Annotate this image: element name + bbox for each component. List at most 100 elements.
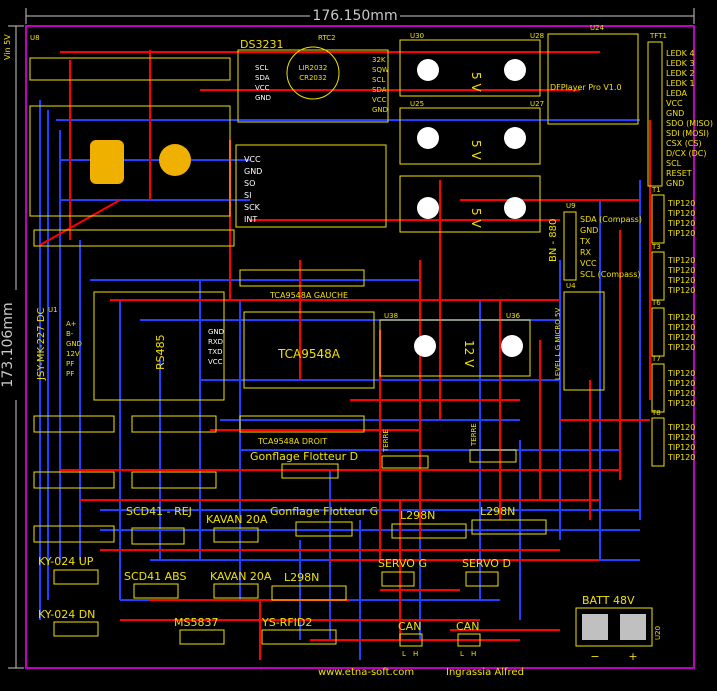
tca-gauche-title: TCA9548A GAUCHE: [269, 291, 348, 300]
kavan-1-label: KAVAN 20A: [206, 513, 268, 526]
rs485-pin: GND: [66, 340, 82, 348]
l298n-1-header: [271, 585, 347, 601]
esp32-vin-label: Vin 5V: [3, 34, 12, 60]
tip120-label: TIP120: [667, 276, 695, 285]
servo-g-header: [381, 571, 415, 587]
rs485-pin: PF: [66, 370, 74, 378]
board-outline: [25, 25, 695, 669]
regulator-12v-block: 12 V U38 U36: [379, 312, 531, 377]
regulator-ref: U28: [530, 32, 544, 40]
kavan-2-label: KAVAN 20A: [210, 570, 272, 583]
rtc-ref: RTC2: [318, 34, 336, 42]
tip120-label: TIP120: [667, 343, 695, 352]
sd-pin: SI: [244, 191, 251, 200]
transistor-ref: T8: [651, 409, 661, 417]
sd-pin: INT: [244, 215, 257, 224]
terre-2-label: TERRE: [470, 423, 478, 447]
transistor-ref: T1: [651, 186, 661, 194]
regulator-ref: U27: [530, 100, 544, 108]
tca-gauche: TCA9548A GAUCHE: [239, 269, 365, 300]
tip120-label: TIP120: [667, 443, 695, 452]
tft-pin: CSX (CS): [666, 139, 702, 148]
tca-main: TCA9548A: [243, 311, 375, 389]
wifi-logo-icon: [159, 144, 191, 176]
rs485-pin: 12V: [66, 350, 80, 358]
tip120-label: TIP120: [667, 389, 695, 398]
rs485-converter-label: JSY-MK-227 DC: [36, 307, 47, 381]
tip120-label: TIP120: [667, 199, 695, 208]
ky024-dn-label: KY-024 DN: [38, 608, 95, 621]
scd41-rej-label: SCD41 - REJ: [126, 505, 192, 518]
regulator-ref: U25: [410, 100, 424, 108]
transistor-ref: T3: [651, 243, 661, 251]
tip120-label: TIP120: [667, 333, 695, 342]
can-1-pin: L: [402, 650, 406, 658]
esp32-ref: U8: [30, 34, 40, 42]
tip120-label: TIP120: [667, 286, 695, 295]
servo-d-header: [465, 571, 499, 587]
tca-main-title: TCA9548A: [277, 347, 341, 361]
height-dimension: 173.106mm: [0, 302, 16, 387]
level-title: LEVEL L G MICRO 5V: [554, 308, 562, 380]
compass-pin: SCL (Compass): [580, 270, 641, 279]
can-1-pin: H: [413, 650, 418, 658]
tft-pin: LEDA: [666, 89, 688, 98]
battery-connector: BATT 48V U20 − +: [575, 594, 662, 663]
tft-pin: D/CX (DC): [666, 149, 706, 158]
scd41-abs-label: SCD41 ABS: [124, 570, 187, 583]
rs485-right-pin: GND: [208, 328, 224, 336]
l298n-3-label: L298N: [480, 505, 515, 518]
tip120-label: TIP120: [667, 433, 695, 442]
rs485-pin: B-: [66, 330, 74, 338]
gonflage-g-header: [295, 521, 353, 537]
kavan-2-header: [213, 583, 259, 599]
dfplayer-module: DFPlayer Pro V1.0 U24: [547, 24, 639, 125]
gonflage-d-header: [281, 463, 339, 479]
ms5837-header: [179, 629, 225, 645]
compass-pin: VCC: [580, 259, 597, 268]
rs485-right-pin: TXD: [207, 348, 222, 356]
tip120-label: TIP120: [667, 209, 695, 218]
transistor-ref: T7: [651, 355, 661, 363]
tft-pin: RESET: [666, 169, 692, 178]
rtc-right-pin: SCL: [372, 76, 385, 84]
tip120-label: TIP120: [667, 369, 695, 378]
esp32-module: Vin 5V U8: [3, 34, 231, 217]
rtc-pin: SCL: [255, 64, 268, 72]
transistor-ref: T6: [651, 299, 661, 307]
level-ref: U4: [566, 282, 576, 290]
battery-ref: U20: [654, 626, 662, 640]
rtc-battery2-label: CR2032: [299, 74, 327, 82]
rtc-battery-label: LIR2032: [299, 64, 328, 72]
espressif-logo: [90, 140, 124, 184]
rtc-right-pin: 32K: [372, 56, 386, 64]
can-2-label: CAN: [456, 620, 479, 633]
can-1-label: CAN: [398, 620, 421, 633]
l298n-1-label: L298N: [284, 571, 319, 584]
transistor-groups: T1 T3 T6 T7 T8 TIP120 TIP120 TIP120 TIP1…: [651, 186, 695, 467]
compass-pin: GND: [580, 226, 598, 235]
tip120-label: TIP120: [667, 399, 695, 408]
tft-pin: SDO (MISO): [666, 119, 713, 128]
bus-5v-label: 5 V: [469, 140, 483, 160]
tft-pin: SCL: [666, 159, 682, 168]
compass-title: BN - 880: [548, 219, 559, 262]
dfplayer-title: DFPlayer Pro V1.0: [550, 83, 622, 92]
top-copper-traces: [39, 50, 651, 660]
can-2-pin: L: [460, 650, 464, 658]
tca-droit: TCA9548A DROIT: [239, 415, 365, 446]
bus-5v-label: 5 V: [469, 208, 483, 228]
tft-pin: LEDK 2: [666, 69, 695, 78]
tip120-label: TIP120: [667, 229, 695, 238]
rs485-right-pin: VCC: [208, 358, 223, 366]
tip120-label: TIP120: [667, 379, 695, 388]
can-1-header: [399, 633, 423, 647]
sd-pin: SO: [244, 179, 255, 188]
servo-d-label: SERVO D: [462, 557, 511, 570]
tca-droit-title: TCA9548A DROIT: [257, 437, 327, 446]
tip120-label: TIP120: [667, 323, 695, 332]
tft-pin: GND: [666, 179, 684, 188]
can-2-header: [457, 633, 481, 647]
compass-ref: U9: [566, 202, 576, 210]
